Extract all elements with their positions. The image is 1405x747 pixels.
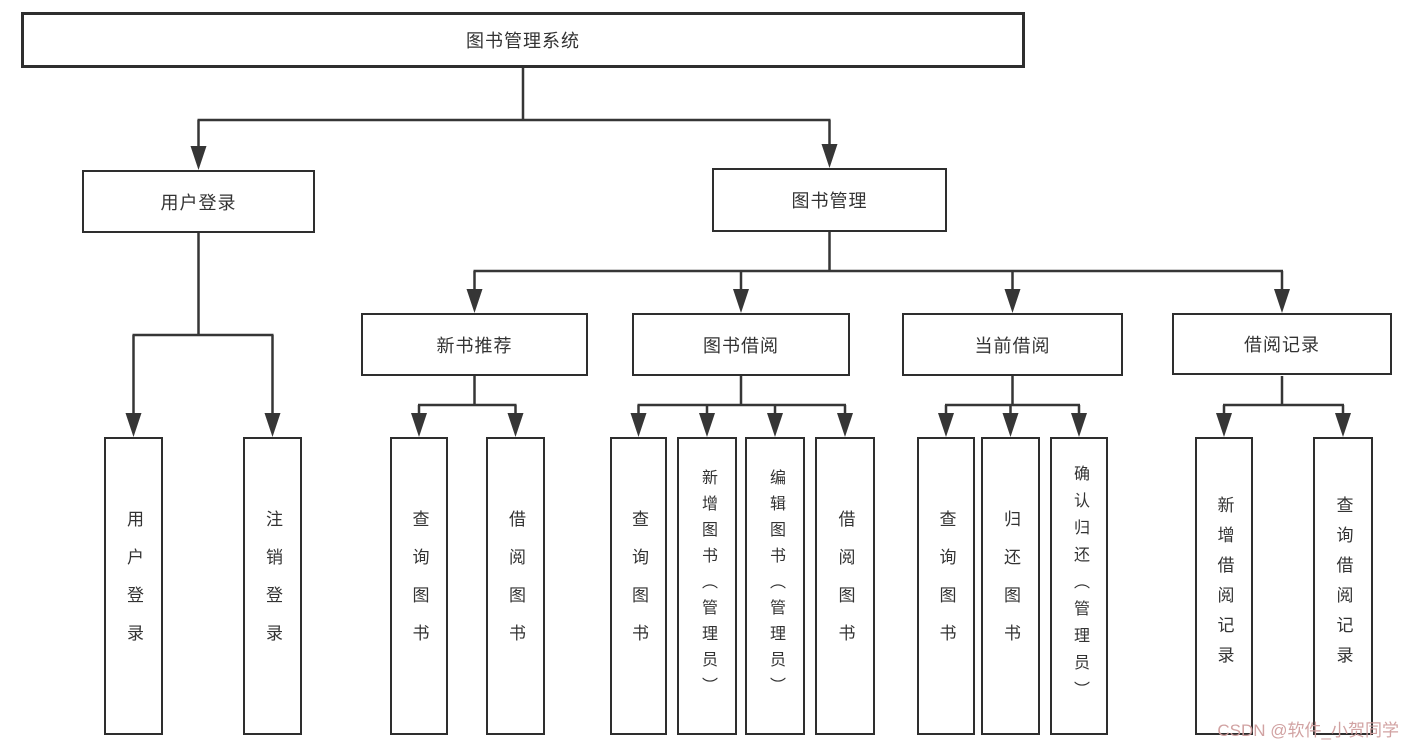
node-user-login-label: 用户登录 — [160, 192, 237, 213]
leaf-borrow-edit-book-admin: 编辑图书（管理员） — [745, 437, 805, 735]
node-book-borrow: 图书借阅 — [632, 313, 850, 376]
leaf-borrow-add-book-admin: 新增图书（管理员） — [677, 437, 737, 735]
leaf-records-add-record-label: 新增借阅记录 — [1214, 496, 1234, 676]
leaf-user-login-label: 用户登录 — [124, 510, 143, 662]
leaf-borrow-edit-book-admin-label: 编辑图书（管理员） — [767, 469, 784, 703]
node-book-management: 图书管理 — [712, 168, 947, 232]
node-book-management-label: 图书管理 — [791, 191, 868, 211]
node-borrow-records: 借阅记录 — [1172, 313, 1392, 375]
node-new-book-recommend: 新书推荐 — [361, 313, 588, 376]
leaf-recommend-query-book: 查询图书 — [390, 437, 448, 735]
csdn-watermark: CSDN @软件_小贺同学 — [1217, 721, 1399, 740]
node-current-borrow-label: 当前借阅 — [974, 335, 1051, 356]
leaf-current-confirm-return-admin: 确认归还（管理员） — [1050, 437, 1108, 735]
leaf-borrow-borrow-book: 借阅图书 — [815, 437, 875, 735]
node-new-book-recommend-label: 新书推荐 — [436, 335, 513, 356]
leaf-records-add-record: 新增借阅记录 — [1195, 437, 1253, 735]
leaf-user-login: 用户登录 — [104, 437, 163, 735]
connector-paths — [132, 68, 1345, 419]
leaf-recommend-query-book-label: 查询图书 — [409, 510, 429, 662]
leaf-logout-login-label: 注销登录 — [263, 510, 282, 662]
leaf-logout-login: 注销登录 — [243, 437, 302, 735]
node-current-borrow: 当前借阅 — [902, 313, 1123, 376]
leaf-current-query-book-label: 查询图书 — [936, 510, 956, 662]
node-book-borrow-label: 图书借阅 — [703, 335, 779, 356]
leaf-borrow-query-book-label: 查询图书 — [629, 510, 648, 662]
node-borrow-records-label: 借阅记录 — [1244, 335, 1320, 355]
leaf-recommend-borrow-book-label: 借阅图书 — [506, 510, 525, 662]
node-user-login: 用户登录 — [82, 170, 315, 233]
leaf-recommend-borrow-book: 借阅图书 — [486, 437, 545, 735]
leaf-borrow-query-book: 查询图书 — [610, 437, 667, 735]
arrowheads — [125, 144, 1351, 437]
node-root: 图书管理系统 — [21, 12, 1025, 68]
leaf-records-query-record-label: 查询借阅记录 — [1333, 496, 1353, 676]
leaf-borrow-borrow-book-label: 借阅图书 — [835, 510, 855, 662]
leaf-current-return-book: 归还图书 — [981, 437, 1040, 735]
leaf-current-return-book-label: 归还图书 — [1001, 510, 1020, 662]
leaf-current-confirm-return-admin-label: 确认归还（管理员） — [1071, 464, 1088, 708]
node-root-label: 图书管理系统 — [466, 31, 580, 51]
leaf-borrow-add-book-admin-label: 新增图书（管理员） — [699, 469, 716, 703]
leaf-records-query-record: 查询借阅记录 — [1313, 437, 1373, 735]
leaf-current-query-book: 查询图书 — [917, 437, 975, 735]
